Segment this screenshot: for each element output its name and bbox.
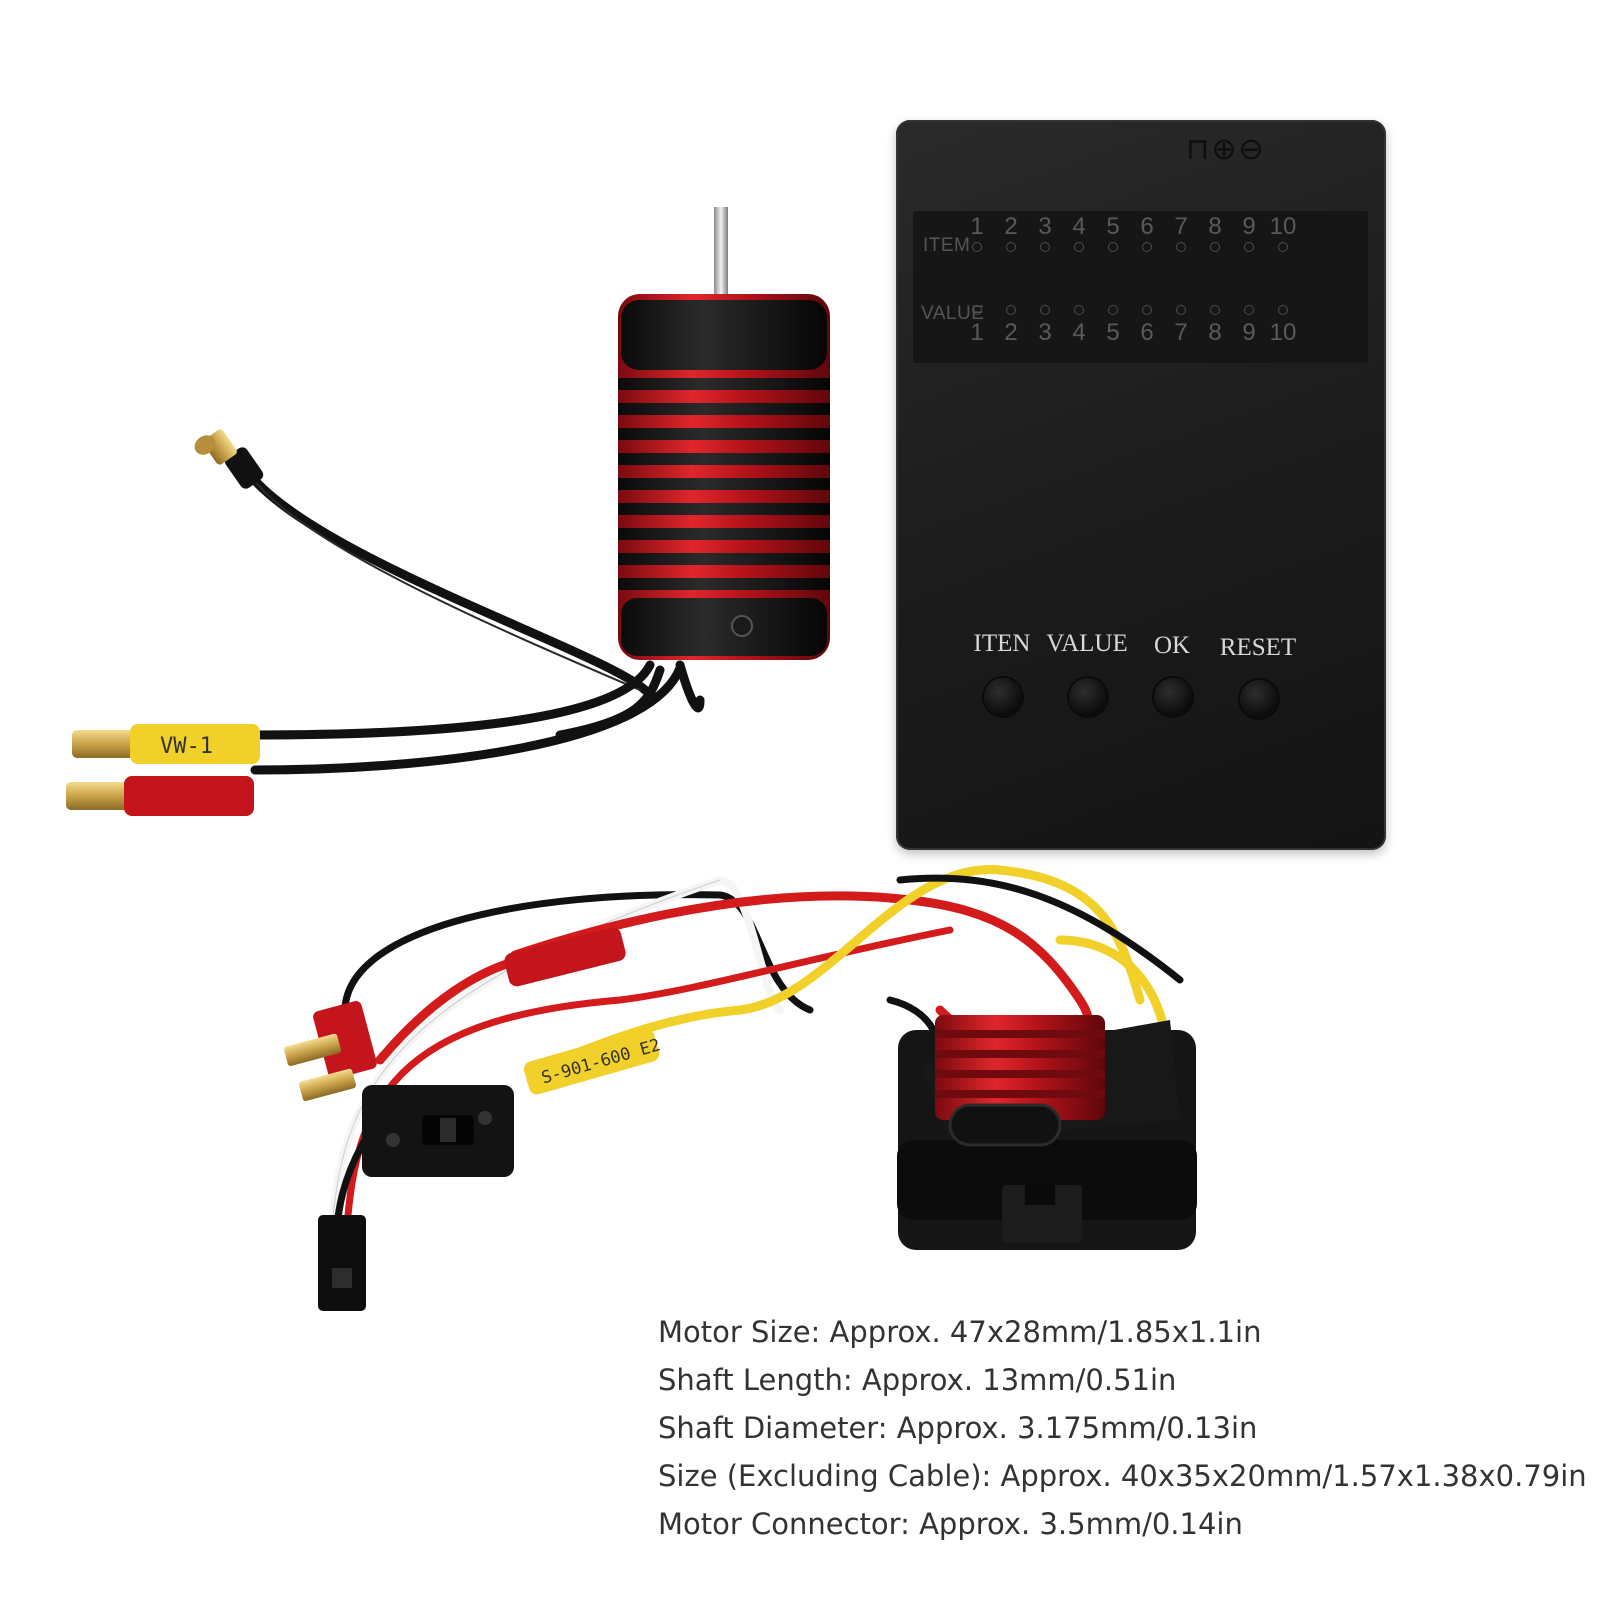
item-row-label: ITEM	[923, 235, 971, 256]
value-led-indicator	[1244, 305, 1254, 315]
value-number: 8	[1208, 319, 1222, 346]
card-logo-icon: ⊓⊕⊖	[1186, 132, 1266, 167]
item-led-indicator	[972, 242, 982, 252]
item-button-label: ITEN	[973, 630, 1031, 657]
spec-motor-connector: Motor Connector: Approx. 3.5mm/0.14in	[658, 1507, 1243, 1541]
value-led-indicator	[1176, 305, 1186, 315]
item-led-indicator	[1006, 242, 1016, 252]
value-row-label: VALUE	[921, 303, 985, 324]
value-led-indicator	[972, 305, 982, 315]
reset-button[interactable]	[1240, 680, 1278, 718]
spec-shaft-length: Shaft Length: Approx. 13mm/0.51in	[658, 1363, 1177, 1397]
esc-controller	[897, 1015, 1197, 1250]
esc-heatsink	[935, 1015, 1105, 1120]
value-number: 6	[1140, 319, 1154, 346]
reset-button-label: RESET	[1219, 634, 1297, 661]
item-number: 3	[1038, 213, 1052, 240]
red-bullet-sleeve	[504, 927, 626, 987]
value-number: 4	[1072, 319, 1086, 346]
spec-shaft-diameter: Shaft Diameter: Approx. 3.175mm/0.13in	[658, 1411, 1258, 1445]
value-number: 2	[1004, 319, 1018, 346]
value-led-indicator	[1074, 305, 1084, 315]
bullet-connector-yellow: VW-1	[72, 724, 260, 764]
bullet-connector-black	[194, 429, 264, 489]
deans-connector	[284, 1001, 377, 1101]
value-number: 10	[1269, 319, 1297, 346]
value-button-label: VALUE	[1046, 630, 1128, 657]
value-number: 9	[1242, 319, 1256, 346]
item-led-indicator	[1278, 242, 1288, 252]
item-number: 1	[970, 213, 984, 240]
spec-motor-size: Motor Size: Approx. 47x28mm/1.85x1.1in	[658, 1315, 1262, 1349]
item-led-indicator	[1176, 242, 1186, 252]
value-led-indicator	[1210, 305, 1220, 315]
ok-button-label: OK	[1153, 632, 1191, 659]
bullet-connector-red	[66, 776, 254, 816]
value-number: 5	[1106, 319, 1120, 346]
value-led-indicator	[1142, 305, 1152, 315]
spec-esc-size: Size (Excluding Cable): Approx. 40x35x20…	[658, 1459, 1587, 1493]
value-number: 7	[1174, 319, 1188, 346]
brushless-motor	[618, 207, 830, 660]
value-number: 3	[1038, 319, 1052, 346]
item-led-indicator	[1142, 242, 1152, 252]
item-number: 10	[1269, 213, 1297, 240]
esc-yellow-sleeve: S-901-600 E2	[523, 1028, 663, 1095]
value-led-indicator	[1278, 305, 1288, 315]
item-led-indicator	[1210, 242, 1220, 252]
item-number: 6	[1140, 213, 1154, 240]
item-led-indicator	[1074, 242, 1084, 252]
item-led-indicator	[1040, 242, 1050, 252]
yellow-sleeve-label: VW-1	[160, 734, 213, 759]
motor-wires	[245, 470, 705, 775]
item-number: 8	[1208, 213, 1222, 240]
item-number: 9	[1242, 213, 1256, 240]
item-number: 7	[1174, 213, 1188, 240]
receiver-plug	[318, 1215, 366, 1311]
item-number: 5	[1106, 213, 1120, 240]
value-led-indicator	[1040, 305, 1050, 315]
value-number: 1	[970, 319, 984, 346]
item-led-indicator	[1244, 242, 1254, 252]
value-button[interactable]	[1069, 678, 1107, 716]
ok-button[interactable]	[1154, 678, 1192, 716]
value-led-indicator	[1006, 305, 1016, 315]
spec-list: Motor Size: Approx. 47x28mm/1.85x1.1in S…	[658, 1308, 1587, 1548]
item-number: 2	[1004, 213, 1018, 240]
item-led-indicator	[1108, 242, 1118, 252]
power-switch	[362, 1085, 514, 1177]
item-number: 4	[1072, 213, 1086, 240]
item-button[interactable]	[984, 678, 1022, 716]
value-led-indicator	[1108, 305, 1118, 315]
